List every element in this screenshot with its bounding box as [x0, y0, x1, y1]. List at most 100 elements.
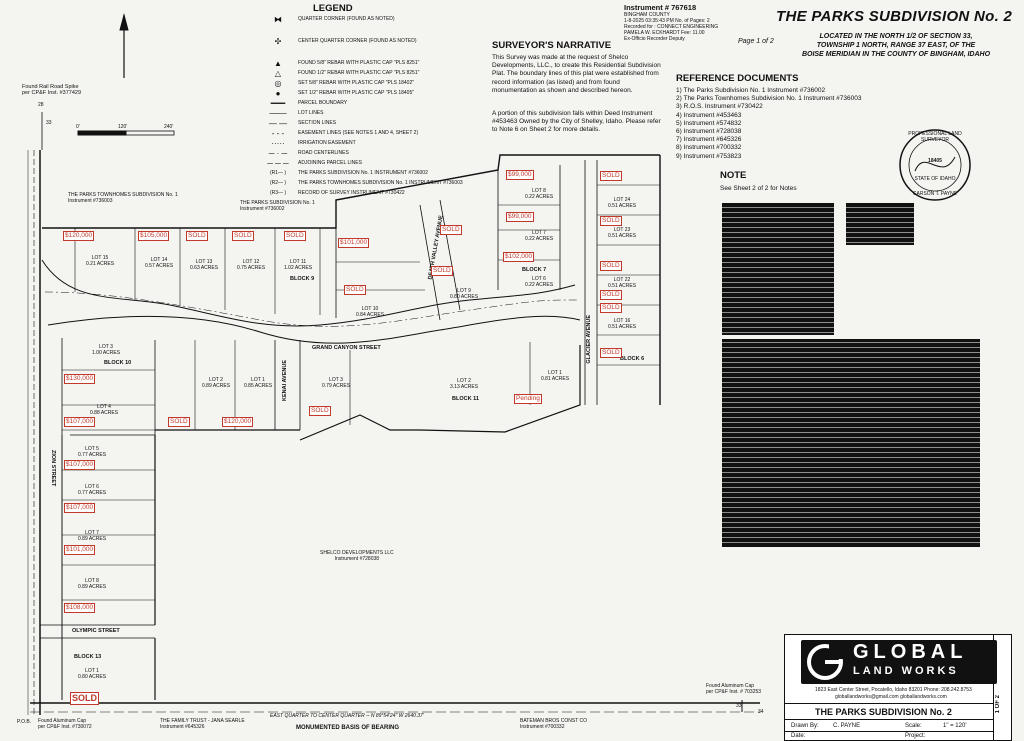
title-block-divider [785, 731, 993, 732]
sales-tag: SOLD [309, 406, 331, 416]
sales-tag: SOLD [600, 303, 622, 313]
recording-line: Ex-Officio Recorder Deputy [624, 36, 685, 42]
street-label: KENAI AVENUE [282, 360, 288, 401]
legend-label: SET 1/2" REBAR WITH PLASTIC CAP "PLS 184… [298, 90, 415, 96]
sales-tag: SOLD [344, 285, 366, 295]
street-label: GLACIER AVENUE [586, 315, 592, 364]
sales-tag: $101,000 [338, 238, 370, 248]
adjoining-label: THE PARKS TOWNHOMES SUBDIVISION No. 1 In… [68, 192, 178, 204]
title-block: GLOBAL LAND WORKS 1823 East Center Stree… [784, 634, 1012, 741]
sales-tag: $102,000 [503, 252, 535, 262]
reference-item: 6) Instrument #728038 [676, 128, 742, 136]
block-label: BLOCK 7 [522, 267, 547, 273]
lot-label: LOT 15 0.21 ACRES [86, 255, 115, 267]
sales-tag: $99,000 [506, 170, 534, 180]
location-line: LOCATED IN THE NORTH 1/2 OF SECTION 33, [819, 33, 973, 40]
company-contact: globallandworks@gmail.com globallandwork… [835, 694, 947, 700]
sales-tag: $130,000 [64, 374, 96, 384]
sales-tag: SOLD [232, 231, 254, 241]
section-33-label: 33 [736, 703, 742, 709]
note-text: See Sheet 2 of 2 for Notes [720, 185, 797, 192]
scale-label: Scale: [905, 723, 922, 729]
date-label: Date: [791, 733, 806, 739]
recording-line: 1-8-2025 03:35:43 PM No. of Pages: 2 [624, 18, 710, 24]
lot-label: LOT 4 0.88 ACRES [90, 404, 119, 416]
legend-label: EASEMENT LINES (SEE NOTES 1 AND 4, SHEET… [298, 130, 419, 136]
reference-item: 7) Instrument #645326 [676, 136, 742, 144]
company-logo-icon [807, 643, 845, 680]
recording-line: PAMELA W. ECKHARDT Fee: 11.00 [624, 30, 705, 36]
recording-line: Recorded for : CONNECT ENGINEERING [624, 24, 719, 30]
recording-line: BINGHAM COUNTY [624, 12, 670, 18]
legend-label: QUARTER CORNER (FOUND AS NOTED) [298, 16, 395, 22]
reference-item: 8) Instrument #700332 [676, 144, 742, 152]
found-rebar-icon: ▲ [274, 58, 282, 68]
lot-label: LOT 1 0.80 ACRES [78, 668, 107, 680]
seal-name: CARSON T. PAYNE [912, 191, 958, 197]
lot-label: LOT 14 0.57 ACRES [145, 257, 174, 269]
record-r1-icon: (R1— ) [269, 170, 287, 176]
legend-label: FOUND 5/8" REBAR WITH PLASTIC CAP "PLS 8… [298, 60, 420, 66]
adjoining-label: SHELCO DEVELOPMENTS LLC Instrument #7280… [320, 550, 394, 562]
sales-tag: SOLD [600, 261, 622, 271]
found-cap-label: Found Aluminum Cap per CP&F Inst. # 7032… [706, 683, 762, 695]
lot-label: LOT 7 0.22 ACRES [525, 230, 554, 242]
lot-label: LOT 16 0.51 ACRES [608, 318, 637, 330]
sales-tag: $107,000 [64, 503, 96, 513]
adjoining-label: THE FAMILY TRUST - JANA SEARLE Instrumen… [160, 718, 245, 730]
rail-spike-label: Found Rail Road Spike per CP&F Inst. #37… [22, 84, 82, 96]
legend-label: PARCEL BOUNDARY [298, 100, 348, 106]
lot-label: LOT 6 0.77 ACRES [78, 484, 107, 496]
legend-label: CENTER QUARTER CORNER (FOUND AS NOTED) [298, 38, 417, 44]
street-label: GRAND CANYON STREET [312, 345, 381, 351]
title-block-divider [785, 703, 993, 704]
adjoining-label: THE PARKS SUBDIVISION No. 1 Instrument #… [240, 200, 315, 212]
scale-value: 1" = 120' [943, 723, 967, 729]
page-note: Page 1 of 2 [738, 38, 774, 45]
lot-label: LOT 1 0.85 ACRES [244, 377, 273, 389]
location-line: BOISE MERIDIAN IN THE COUNTY OF BINGHAM,… [801, 51, 991, 58]
legend-label: IRRIGATION EASEMENT [298, 140, 356, 146]
scale-label: 240' [164, 124, 174, 130]
legend-label: THE PARKS SUBDIVISION No. 1 INSTRUMENT #… [298, 170, 428, 176]
note-heading: NOTE [720, 170, 747, 181]
legend-label: LOT LINES [298, 110, 324, 116]
recording-stamp: Instrument # 767618 BINGHAM COUNTY 1-8-2… [624, 3, 774, 42]
legend-label: SECTION LINES [298, 120, 337, 126]
legend-label: FOUND 1/2" REBAR WITH PLASTIC CAP "PLS 8… [298, 70, 420, 76]
sales-tag: SOLD [186, 231, 208, 241]
section-33-label: 33 [46, 120, 52, 126]
page-title: THE PARKS SUBDIVISION No. 2 [776, 8, 1013, 25]
legend-label: RECORD OF SURVEY INSTRUMENT #730422 [298, 190, 405, 196]
lot-label: LOT 3 0.79 ACRES [322, 377, 351, 389]
sales-tag: SOLD [600, 216, 622, 226]
company-address: 1823 East Center Street, Pocatello, Idah… [815, 687, 972, 693]
drawn-by-value: C. PAYNE [833, 723, 861, 729]
block-label: BLOCK 9 [290, 276, 315, 282]
sheet-number: 1 OF 2 [995, 695, 1001, 714]
parcel-boundary-icon: ━━━ [270, 98, 286, 108]
lot-label: LOT 11 1.02 ACRES [284, 259, 313, 271]
street-label: OLYMPIC STREET [72, 628, 120, 634]
set-rebar-icon: ◎ [274, 78, 282, 88]
reference-item: 9) Instrument #753823 [676, 152, 742, 160]
lot-label: LOT 2 3.13 ACRES [450, 378, 479, 390]
sales-tag: $101,000 [64, 545, 96, 555]
table-row-lines [722, 203, 980, 547]
seal-number: 18405 [928, 158, 942, 164]
lot-label: LOT 8 0.89 ACRES [78, 578, 107, 590]
lot-label: LOT 8 0.22 ACRES [525, 188, 554, 200]
lot-label: LOT 22 0.51 ACRES [608, 277, 637, 289]
sales-tag: Pending [514, 394, 542, 404]
adjoining-label: BATEMAN BROS CONST CO Instrument #700332 [520, 718, 588, 730]
scale-label: 120' [118, 124, 128, 130]
sales-tag: $99,000 [506, 212, 534, 222]
sales-tag: $120,000 [222, 417, 254, 427]
drawn-by-label: Drawn By: [791, 723, 819, 729]
sales-tag: $120,000 [63, 231, 95, 241]
basis-of-bearing: MONUMENTED BASIS OF BEARING [296, 725, 400, 731]
adjoining-parcel-icon: ─ ─ ─ [267, 158, 289, 168]
legend-heading: LEGEND [313, 3, 353, 14]
instrument-number: Instrument # 767618 [624, 3, 697, 12]
